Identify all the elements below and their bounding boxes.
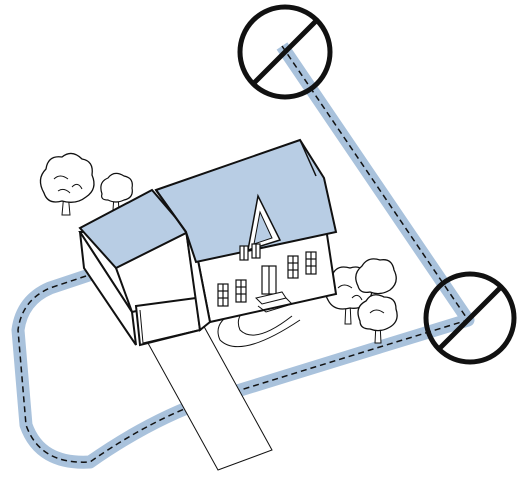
tree	[39, 152, 95, 216]
tree	[357, 294, 398, 344]
tree	[100, 172, 133, 211]
window	[235, 279, 247, 303]
dormer	[247, 193, 282, 252]
house-windows	[217, 243, 317, 307]
window	[239, 245, 249, 261]
window	[287, 255, 299, 279]
no-entry-icon	[423, 271, 517, 365]
main-roof	[154, 138, 338, 264]
window	[251, 243, 261, 259]
tree	[355, 258, 397, 295]
window	[305, 251, 317, 275]
window	[217, 283, 229, 307]
porch-steps	[255, 291, 293, 313]
front-door	[261, 265, 277, 295]
no-entry-icon	[237, 4, 333, 100]
perimeter-path	[11, 42, 475, 469]
